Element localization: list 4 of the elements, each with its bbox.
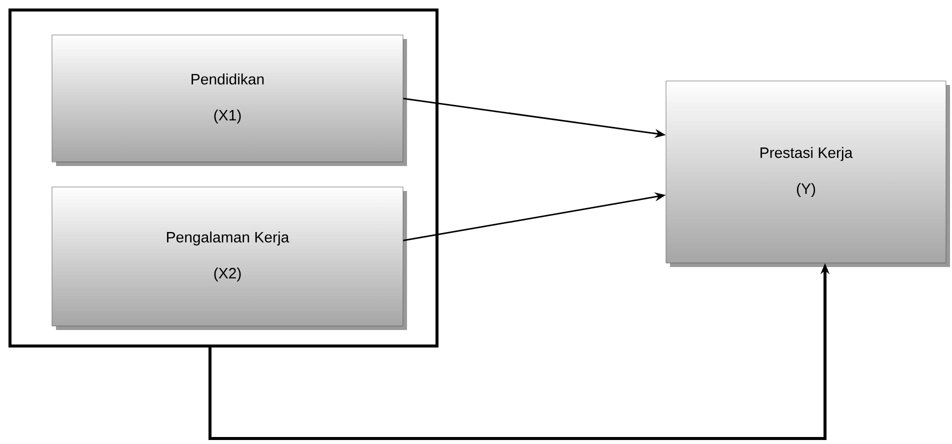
process-box: Prestasi Kerja (Y) [666, 80, 950, 267]
process-box: Pendidikan (X1) [52, 34, 407, 166]
process-box: Pengalaman Kerja (X2) [52, 186, 407, 330]
group-box [8, 8, 438, 348]
